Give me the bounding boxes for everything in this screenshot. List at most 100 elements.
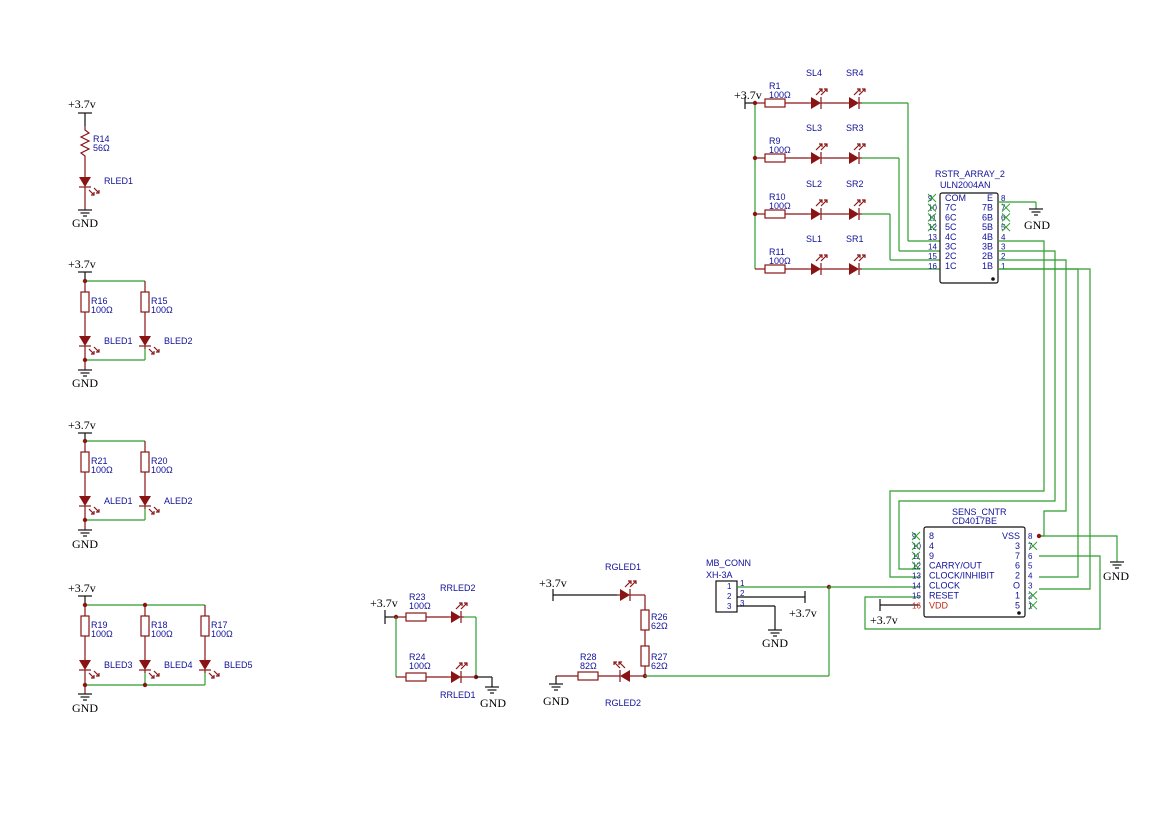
rgled1-label: RGLED1	[605, 562, 641, 572]
resistor-r26	[640, 609, 650, 631]
resistor-r14	[79, 126, 91, 160]
resistor-r19	[80, 615, 90, 637]
pin-name: 5	[1015, 600, 1020, 610]
aled2-label: ALED2	[164, 496, 193, 506]
led-sr1	[845, 254, 866, 276]
rrled1-label: RRLED1	[440, 690, 476, 700]
pin-name: 3B	[982, 242, 993, 252]
pin-name: RESET	[929, 590, 960, 600]
led-bled5	[198, 656, 220, 679]
sl4-label: SL4	[806, 68, 822, 78]
r10-ref: R10	[769, 192, 786, 202]
pin-name: 8	[929, 531, 934, 541]
pin-name: VDD	[929, 600, 949, 610]
led-bled2	[138, 332, 160, 355]
pin-name: 4B	[982, 232, 993, 242]
pin-name: 7	[1015, 551, 1020, 561]
bled5-label: BLED5	[224, 660, 253, 670]
resistor-r9	[764, 153, 786, 163]
gnd-symbol	[1028, 208, 1044, 216]
r14-ref: R14	[93, 134, 110, 144]
r10-val: 100Ω	[769, 201, 791, 211]
bled3-label: BLED3	[104, 660, 133, 670]
sr1-label: SR1	[846, 234, 864, 244]
r18-val: 100Ω	[151, 629, 173, 639]
led-aled2	[138, 492, 160, 515]
uln-ref: RSTR_ARRAY_2	[935, 169, 1005, 179]
led-bled3	[78, 656, 100, 679]
pin-number: 6	[1001, 213, 1006, 222]
pin-name: CLOCK/INHIBIT	[929, 571, 995, 581]
sensor-leds: +3.7v R1 100Ω SL4 SR4 R9 100Ω SL3 SR3	[734, 68, 940, 276]
pin-name: 6B	[982, 212, 993, 222]
pin-number: 9	[912, 532, 917, 541]
vcc-label: +3.7v	[789, 606, 817, 620]
r26-val: 62Ω	[651, 621, 668, 631]
r16-ref: R16	[91, 296, 108, 306]
resistor-r1	[764, 98, 786, 108]
conn-part: XH-3A	[706, 570, 733, 580]
led-sr2	[845, 199, 866, 221]
sl1-label: SL1	[806, 234, 822, 244]
gnd-label: GND	[1103, 569, 1129, 583]
r11-ref: R11	[769, 247, 785, 257]
pin-number: 5	[1028, 562, 1033, 571]
led-sl4	[807, 88, 828, 110]
gnd-label: GND	[762, 636, 788, 650]
pin-name: 2	[1015, 571, 1020, 581]
vcc-label: +3.7v	[68, 257, 96, 271]
pin-number: 13	[928, 233, 937, 242]
r21-ref: R21	[91, 456, 108, 466]
vcc-label: +3.7v	[68, 418, 96, 432]
resistor-r17	[200, 615, 210, 637]
conn-pin-1: 1	[727, 582, 732, 591]
pin-name: 4	[929, 541, 934, 551]
r17-ref: R17	[211, 620, 228, 630]
gnd-label: GND	[1024, 218, 1050, 232]
pin-number: 13	[912, 572, 921, 581]
pin-name: 3	[1015, 541, 1020, 551]
rled1-label: RLED1	[104, 176, 133, 186]
sr2-label: SR2	[846, 179, 864, 189]
conn-pin-1: 1	[740, 579, 745, 588]
vcc-label: +3.7v	[734, 88, 762, 102]
sr4-label: SR4	[846, 68, 864, 78]
cd4017-chip: SENS_CNTR CD4017BE 9810411912CARRY/OUT13…	[911, 507, 1038, 618]
r23-ref: R23	[409, 592, 426, 602]
bled2-label: BLED2	[164, 336, 193, 346]
r27-val: 62Ω	[651, 661, 668, 671]
sl2-label: SL2	[806, 179, 822, 189]
vcc-label: +3.7v	[370, 596, 398, 610]
rgled2-label: RGLED2	[605, 698, 641, 708]
r19-ref: R19	[91, 620, 108, 630]
pin-name: 9	[929, 551, 934, 561]
led-rgled1	[616, 580, 637, 602]
gnd-symbol	[484, 686, 500, 694]
cd-ref: SENS_CNTR	[952, 507, 1007, 517]
bus-wires: GND +3.7v	[864, 240, 1129, 630]
resistor-r18	[140, 615, 150, 637]
pin-number: 16	[912, 601, 921, 610]
led-rled1	[78, 173, 100, 196]
led-sl3	[807, 143, 828, 165]
bled12-branch: +3.7v R16 100Ω BLED1 R15 100Ω BLED2 GND	[68, 257, 193, 390]
pin-number: 7	[1001, 204, 1006, 213]
r1-val: 100Ω	[769, 90, 791, 100]
pin-name: E	[987, 193, 993, 203]
pin-name: 7B	[982, 203, 993, 213]
resistor-r16	[80, 291, 90, 313]
r24-val: 100Ω	[409, 661, 431, 671]
sr3-label: SR3	[846, 123, 864, 133]
r23-val: 100Ω	[409, 601, 431, 611]
r11-val: 100Ω	[769, 256, 791, 266]
pin-name: 1C	[945, 261, 957, 271]
resistor-r23	[405, 612, 427, 622]
led-rrled1	[447, 662, 468, 684]
pin-number: 4	[1001, 233, 1006, 242]
vcc-label: +3.7v	[68, 97, 96, 111]
pin-name: 1	[1015, 590, 1020, 600]
led-sl1	[807, 254, 828, 276]
pin-name: 2C	[945, 251, 957, 261]
pin-number: 1	[1001, 262, 1006, 271]
vcc-label: +3.7v	[68, 581, 96, 595]
